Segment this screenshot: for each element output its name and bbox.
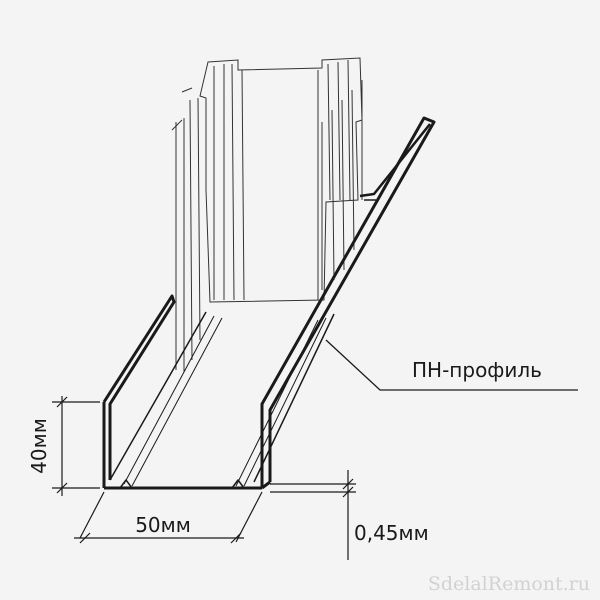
thickness-dimension-line bbox=[270, 470, 356, 560]
profile-leader-line bbox=[325, 339, 578, 391]
profile-name-label: ПН-профиль bbox=[412, 358, 542, 382]
height-label: 40мм bbox=[27, 418, 51, 474]
profile-rear-end bbox=[171, 57, 363, 372]
width-dimension-line bbox=[74, 491, 263, 544]
watermark: SdelalRemont.ru bbox=[428, 573, 590, 595]
height-dimension-line bbox=[52, 396, 100, 496]
thickness-label: 0,45мм bbox=[354, 521, 429, 545]
profile-body bbox=[102, 116, 436, 490]
width-label: 50мм bbox=[135, 513, 191, 537]
